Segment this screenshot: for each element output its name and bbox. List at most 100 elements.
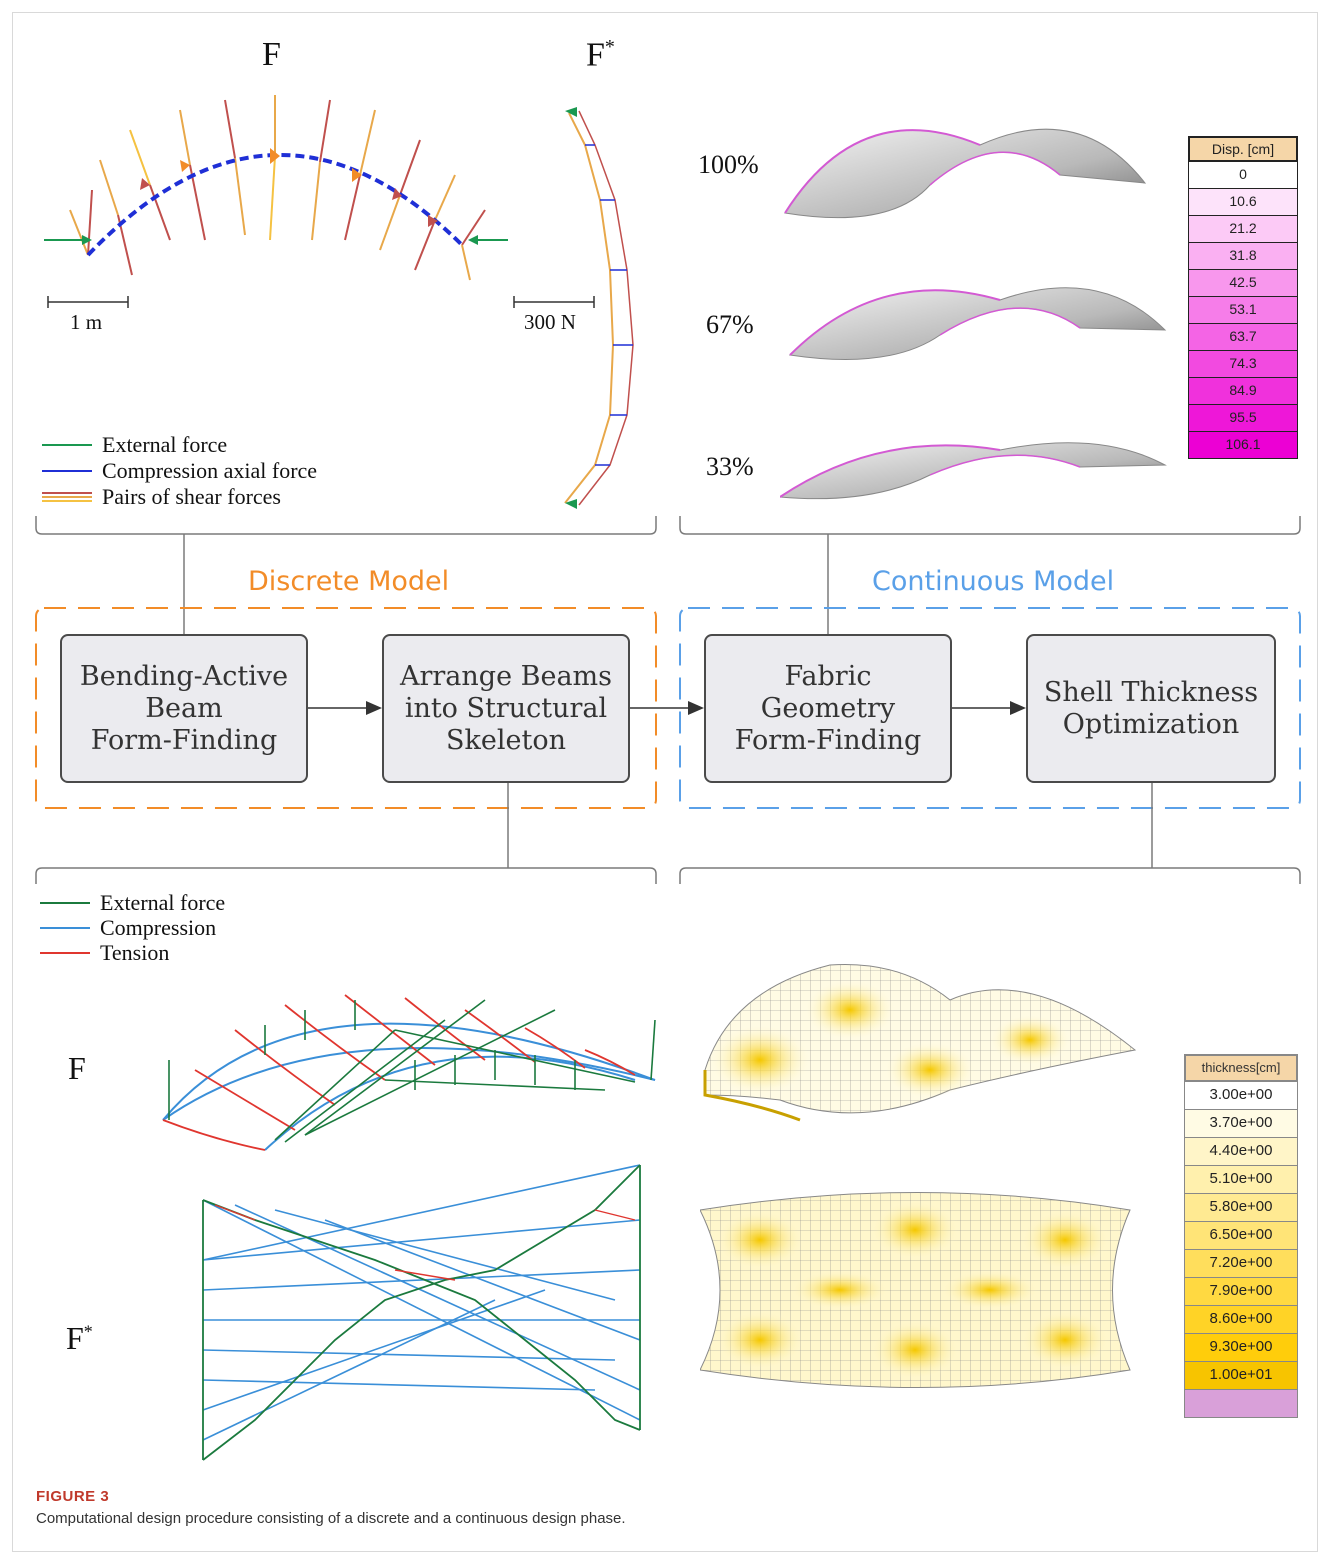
bracket-bottom-right: [679, 867, 1301, 884]
web-line: [274, 1209, 616, 1301]
scale-force-label: 300 N: [524, 310, 576, 334]
box-text: Shell Thickness Optimization: [1044, 677, 1258, 741]
box-line: Shell Thickness: [1043, 676, 1259, 708]
shear-line: [399, 139, 421, 196]
shear-line: [87, 189, 93, 256]
box-line: Bending-Active: [79, 660, 289, 692]
force-line: [394, 1029, 636, 1083]
web-red: [394, 1269, 456, 1281]
legend-swatch: [40, 927, 90, 929]
force-web-green: [202, 1164, 641, 1461]
colorbar-cell: 5.80e+00: [1184, 1194, 1298, 1222]
colorbar-cell: [1184, 1390, 1298, 1418]
colorbar-cell: 74.3: [1188, 351, 1298, 378]
thick-spot: [715, 1210, 805, 1270]
web-line: [202, 1349, 616, 1361]
box-shell-thickness: Shell Thickness Optimization: [1026, 634, 1276, 783]
colorbar-cell: 9.30e+00: [1184, 1334, 1298, 1362]
colorbar-cell: 63.7: [1188, 324, 1298, 351]
rib: [162, 1119, 266, 1151]
tension-ribs: [162, 994, 636, 1151]
shear-line: [149, 184, 171, 241]
label-fstar-star: *: [83, 1321, 93, 1342]
web-red: [594, 1209, 636, 1221]
shell-100: [784, 128, 1147, 219]
thickness-shell-views: [700, 963, 1137, 1388]
box-text: Arrange Beams into Structural Skeleton: [400, 661, 612, 757]
force-line: [304, 1009, 556, 1136]
colorbar-cell: 31.8: [1188, 243, 1298, 270]
box-line: Form-Finding: [734, 724, 922, 756]
shear-line: [234, 157, 246, 236]
web-line: [324, 1219, 641, 1341]
web-red: [214, 1204, 256, 1221]
colorbar-cell: 7.90e+00: [1184, 1278, 1298, 1306]
box-line: Arrange Beams: [399, 660, 613, 692]
colorbar-cell: 84.9: [1188, 378, 1298, 405]
scale-length-label: 1 m: [70, 310, 103, 334]
colorbar-cell: 6.50e+00: [1184, 1222, 1298, 1250]
bracket-bottom-left: [35, 867, 657, 884]
thick-spot: [710, 1025, 810, 1095]
thick-spot: [885, 1042, 975, 1098]
shear-line: [344, 174, 361, 241]
box-bending-active: Bending-Active Beam Form-Finding: [60, 634, 308, 783]
colorbar-cell: 21.2: [1188, 216, 1298, 243]
legend-swatch: [40, 902, 90, 904]
colorbar-cell: 95.5: [1188, 405, 1298, 432]
colorbar-cell: 10.6: [1188, 189, 1298, 216]
shell-base-edge: [703, 1070, 801, 1122]
thick-spot: [940, 1270, 1040, 1310]
box-text: Bending-Active Beam Form-Finding: [80, 661, 288, 757]
thick-spot: [1020, 1310, 1110, 1370]
arrowhead: [392, 188, 402, 200]
box-line: Optimization: [1062, 708, 1240, 740]
shear-line: [99, 159, 119, 216]
web-polyline: [202, 1199, 641, 1431]
shell-edge: [789, 289, 1001, 356]
title-f: F: [262, 36, 281, 73]
box-text: Fabric Geometry Form-Finding: [735, 661, 922, 757]
arch: [162, 1022, 656, 1121]
web-polyline: [202, 1164, 641, 1461]
arrowhead: [140, 178, 150, 190]
figure-caption-text: Computational design procedure consistin…: [36, 1510, 626, 1527]
legend-swatch: [42, 492, 92, 502]
continuous-model-label: Continuous Model: [872, 566, 1115, 597]
thick-spot: [870, 1320, 960, 1380]
arrowhead: [352, 168, 362, 182]
figure-caption-heading: FIGURE 3: [36, 1488, 110, 1505]
shear-line: [224, 99, 236, 159]
figure-frame: [12, 12, 1318, 1552]
shell-edge: [929, 151, 1061, 186]
flow-connectors: [35, 516, 1301, 884]
colorbar-cell: 5.10e+00: [1184, 1166, 1298, 1194]
box-line: Geometry: [760, 692, 896, 724]
label-fstar-letter: F: [66, 1320, 84, 1356]
force-polygon-left: [564, 112, 615, 504]
title-fstar-star: *: [604, 36, 615, 58]
colorbar-cell: 4.40e+00: [1184, 1138, 1298, 1166]
arrow-3-head: [1010, 701, 1026, 715]
web-line: [202, 1379, 596, 1391]
legend-bl-external: External force: [40, 890, 225, 916]
rib: [524, 1027, 586, 1069]
shell-edge: [784, 129, 981, 214]
arrowhead: [270, 148, 280, 164]
colorbar-cell: 3.00e+00: [1184, 1082, 1298, 1110]
shear-line: [69, 209, 89, 256]
skeleton-form-diagram: [162, 994, 656, 1151]
label-fstar-bottom: F*: [66, 1320, 93, 1357]
thick-spot: [990, 1015, 1070, 1065]
force-diagram-polygon: [564, 107, 634, 509]
percent-label-67: 67%: [706, 310, 754, 339]
legend-label: Tension: [100, 940, 170, 965]
box-arrange-beams: Arrange Beams into Structural Skeleton: [382, 634, 630, 783]
force-line: [284, 1019, 446, 1143]
thick-spot: [805, 980, 895, 1040]
compression-arches: [162, 1022, 656, 1151]
legend-compression-axial: Compression axial force: [42, 458, 317, 484]
bracket-top-right: [679, 516, 1301, 535]
